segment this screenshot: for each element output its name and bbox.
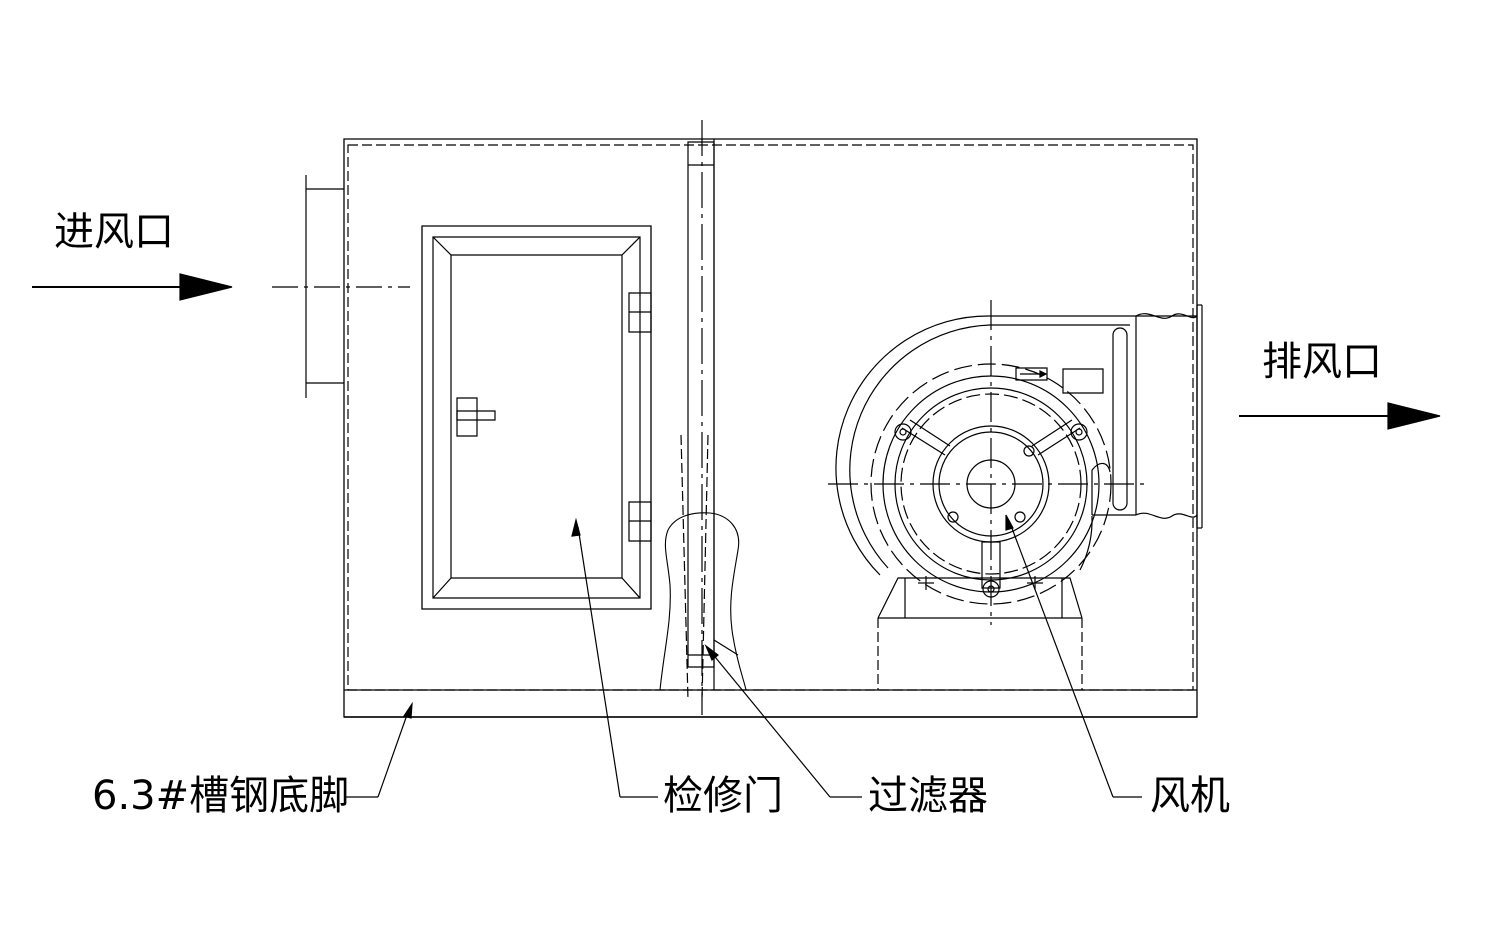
outlet-flange (1197, 305, 1202, 528)
inlet-arrow (32, 273, 233, 301)
inlet-label: 进风口 (54, 209, 174, 255)
leader-access-door (571, 517, 658, 797)
access-door (422, 226, 651, 609)
outlet-arrow (1239, 402, 1441, 430)
inlet-flange (272, 175, 410, 398)
access-door-label: 检修门 (663, 773, 783, 819)
filter-section (660, 120, 746, 715)
base-label: 6.3#槽钢底脚 (92, 773, 350, 819)
leader-fan (1005, 514, 1142, 797)
filter-label: 过滤器 (868, 773, 988, 819)
outlet-label: 排风口 (1262, 339, 1382, 385)
fan-label: 风机 (1150, 773, 1230, 819)
leader-filter (704, 644, 862, 797)
leader-base (345, 701, 413, 797)
fan-unit (828, 300, 1197, 690)
